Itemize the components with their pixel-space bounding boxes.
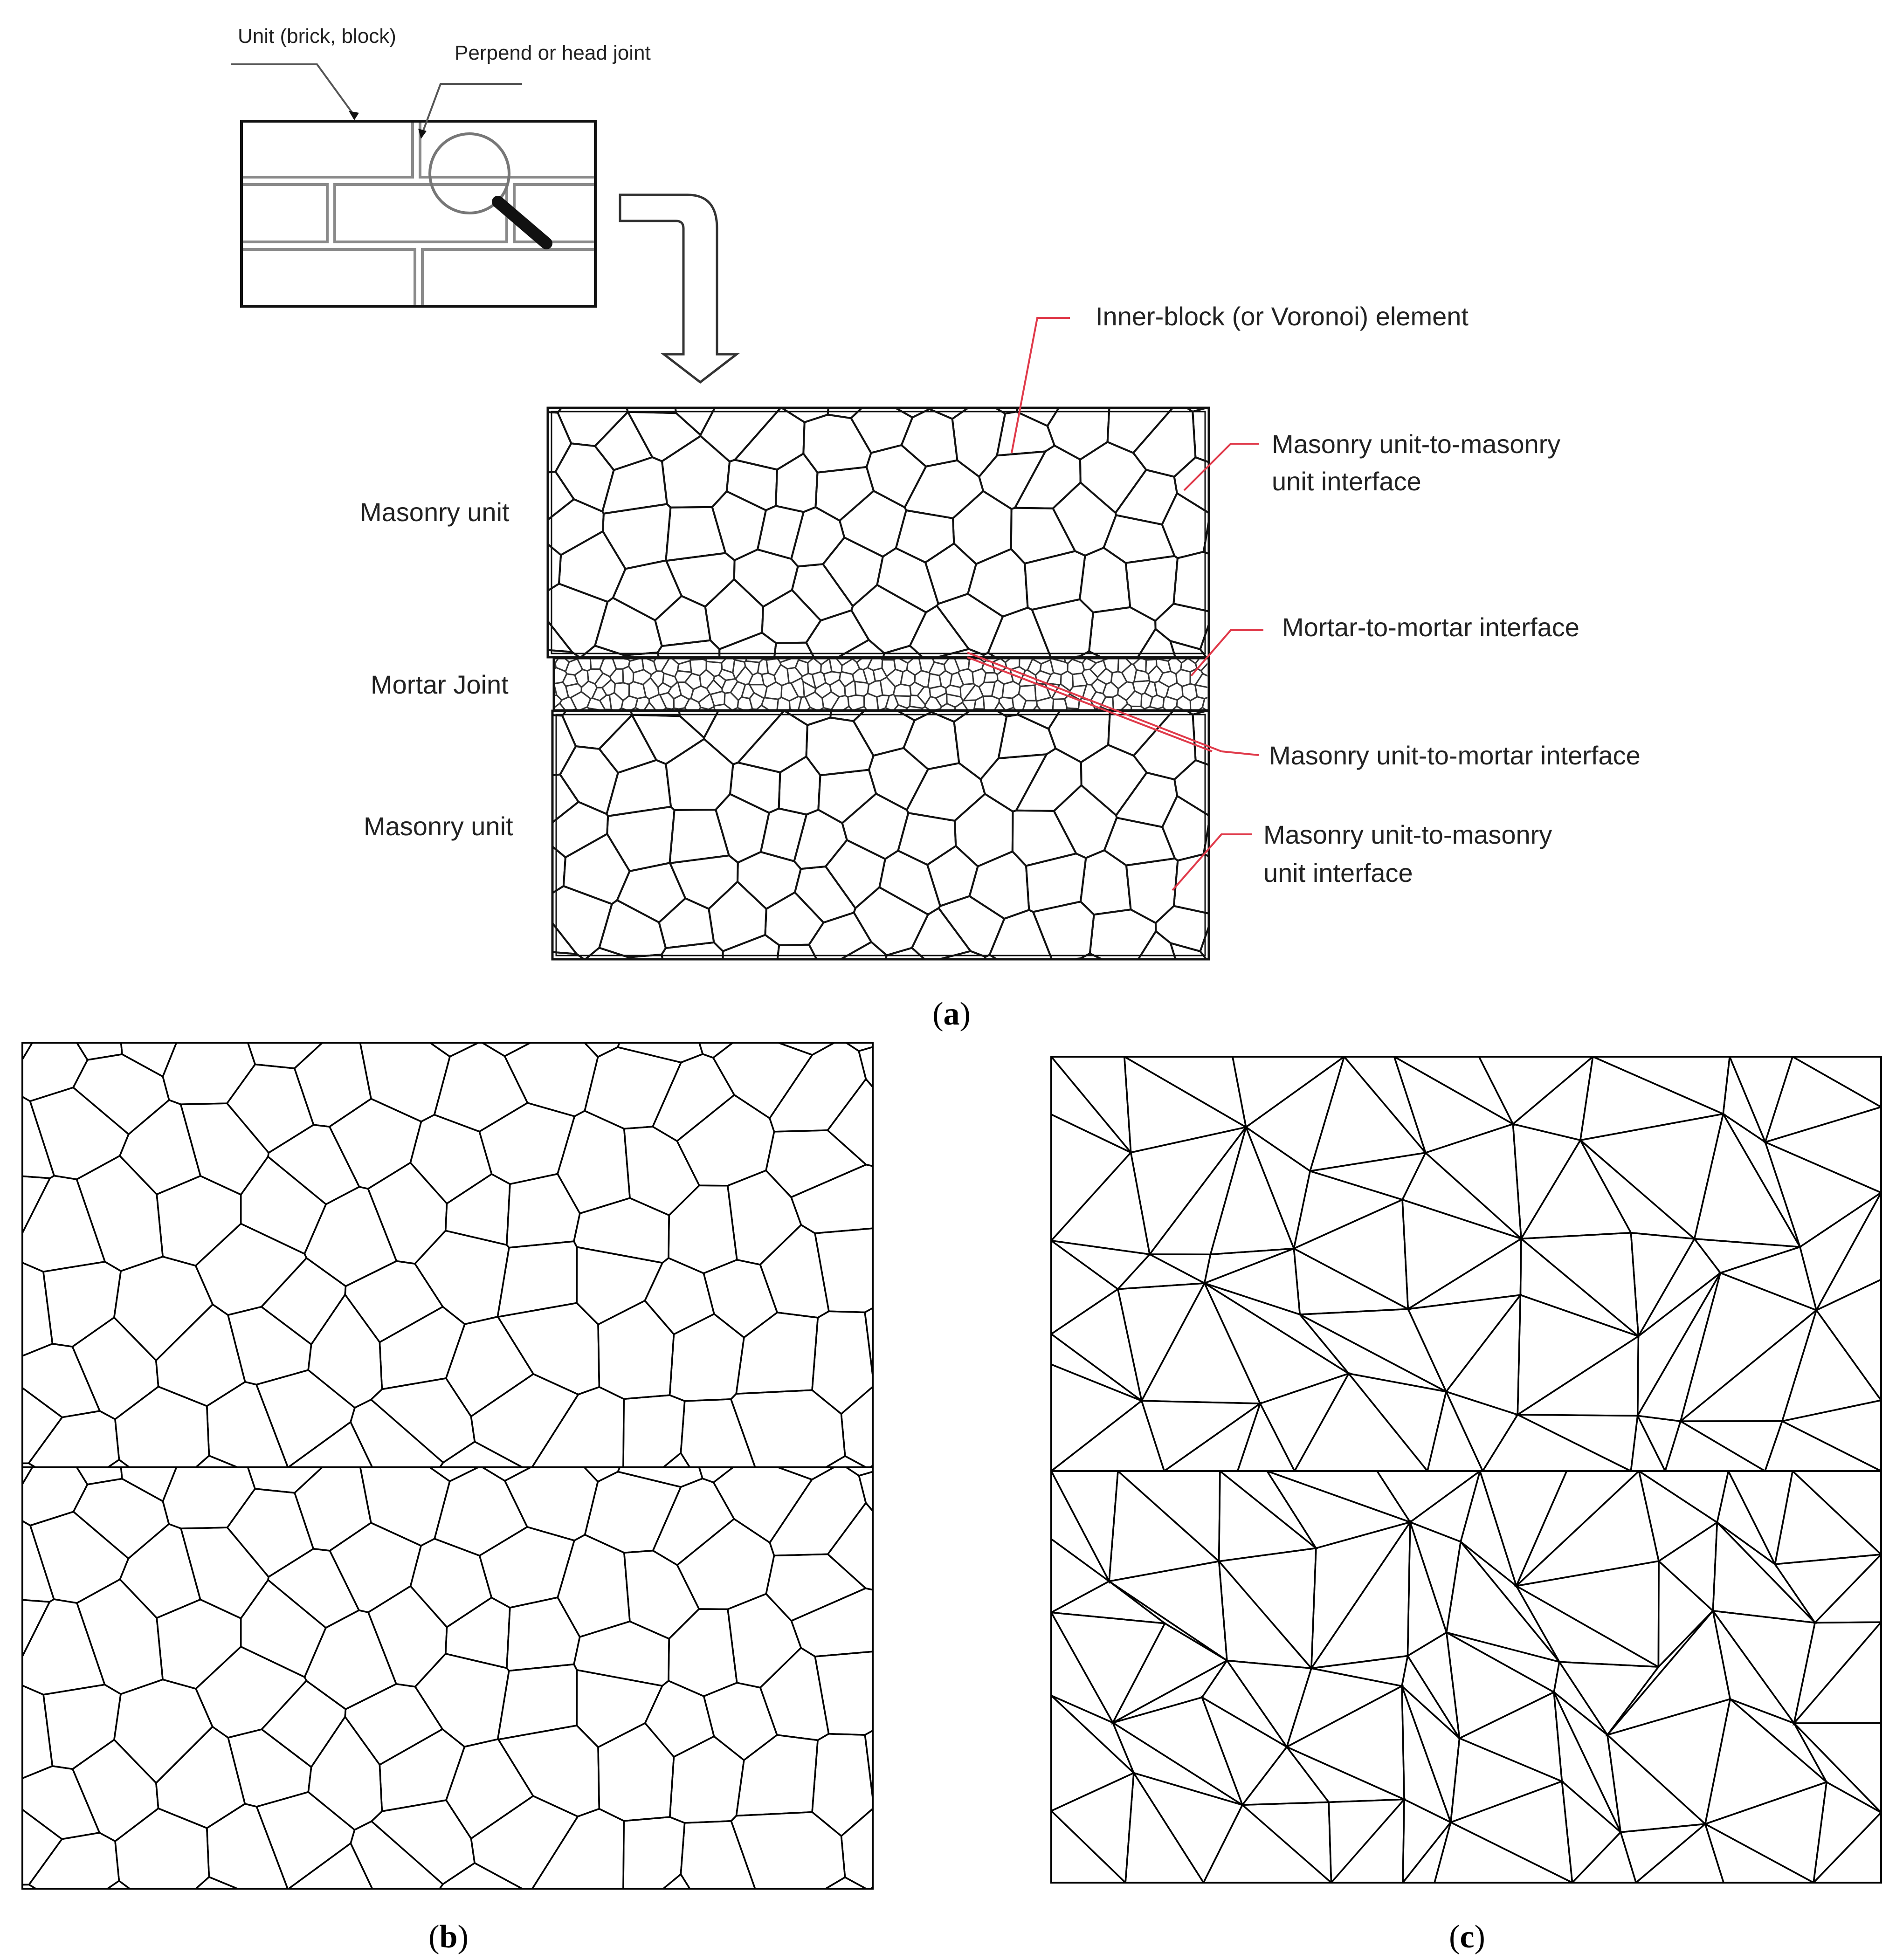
caption-b: (b) bbox=[428, 1919, 469, 1955]
mortar-joint-label: Mortar Joint bbox=[371, 670, 509, 699]
caption-a: (a) bbox=[932, 996, 971, 1032]
unit-unit-interface-bottom-line2: unit interface bbox=[1263, 858, 1413, 887]
masonry-unit-top-label: Masonry unit bbox=[360, 497, 510, 527]
zoom-arrow-icon bbox=[619, 193, 740, 384]
voronoi-mesh-mortar bbox=[555, 658, 1207, 710]
unit-label: Unit (brick, block) bbox=[238, 25, 396, 48]
unit-unit-interface-bottom-line1: Masonry unit-to-masonry bbox=[1263, 820, 1552, 849]
unit-unit-interface-top-line2: unit interface bbox=[1272, 467, 1421, 496]
mortar-mortar-interface-label: Mortar-to-mortar interface bbox=[1282, 612, 1579, 642]
panel-c-triangular-mesh bbox=[1050, 1056, 1882, 1884]
leader-lines bbox=[967, 317, 1263, 891]
magnifier-icon bbox=[428, 132, 552, 249]
panel-b-voronoi-mesh bbox=[21, 1042, 874, 1890]
voronoi-mesh-top-unit bbox=[548, 408, 1209, 657]
masonry-detail: Inner-block (or Voronoi) element Masonry… bbox=[360, 302, 1641, 961]
head-joint-label: Perpend or head joint bbox=[455, 41, 651, 64]
brick-wall-schematic: Unit (brick, block) Perpend or head join… bbox=[231, 25, 651, 308]
caption-c: (c) bbox=[1449, 1919, 1485, 1955]
masonry-unit-bottom-label: Masonry unit bbox=[364, 812, 513, 841]
unit-mortar-interface-label: Masonry unit-to-mortar interface bbox=[1269, 741, 1641, 770]
unit-unit-interface-top-line1: Masonry unit-to-masonry bbox=[1272, 429, 1560, 459]
voronoi-mesh-bottom-unit bbox=[552, 711, 1209, 959]
inner-block-label: Inner-block (or Voronoi) element bbox=[1096, 302, 1469, 331]
